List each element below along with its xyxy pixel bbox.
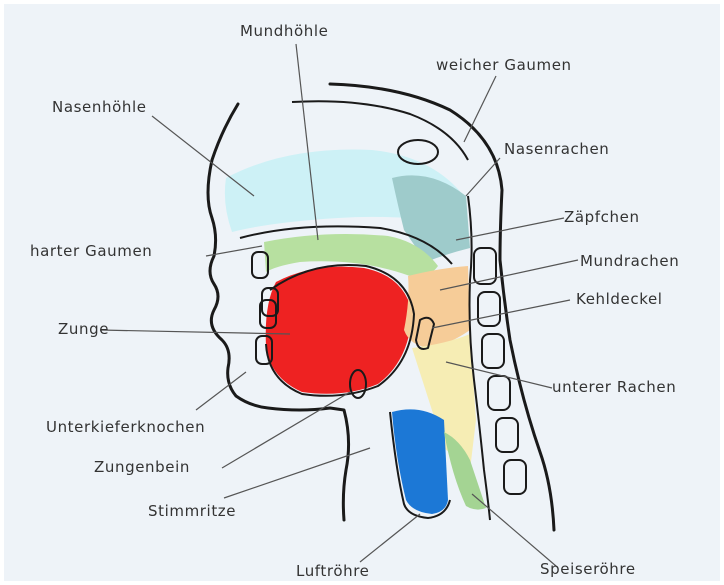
label-kehldeckel: Kehldeckel xyxy=(576,290,663,308)
label-mundhoehle: Mundhöhle xyxy=(240,22,328,40)
label-harter-gaumen: harter Gaumen xyxy=(30,242,152,260)
label-nasenrachen: Nasenrachen xyxy=(504,140,609,158)
label-mundrachen: Mundrachen xyxy=(580,252,679,270)
label-luftroehre: Luftröhre xyxy=(296,562,370,580)
label-stimmritze: Stimmritze xyxy=(148,502,236,520)
label-nasenhoehle: Nasenhöhle xyxy=(52,98,147,116)
label-weicher-gaumen: weicher Gaumen xyxy=(436,56,572,74)
label-zaepfchen: Zäpfchen xyxy=(564,208,640,226)
label-speiseroehre: Speiseröhre xyxy=(540,560,636,578)
label-zungenbein: Zungenbein xyxy=(94,458,190,476)
oropharynx-region xyxy=(404,266,470,348)
label-unterer-rachen: unterer Rachen xyxy=(552,378,676,396)
label-unterkieferknochen: Unterkieferknochen xyxy=(46,418,205,436)
label-zunge: Zunge xyxy=(58,320,109,338)
